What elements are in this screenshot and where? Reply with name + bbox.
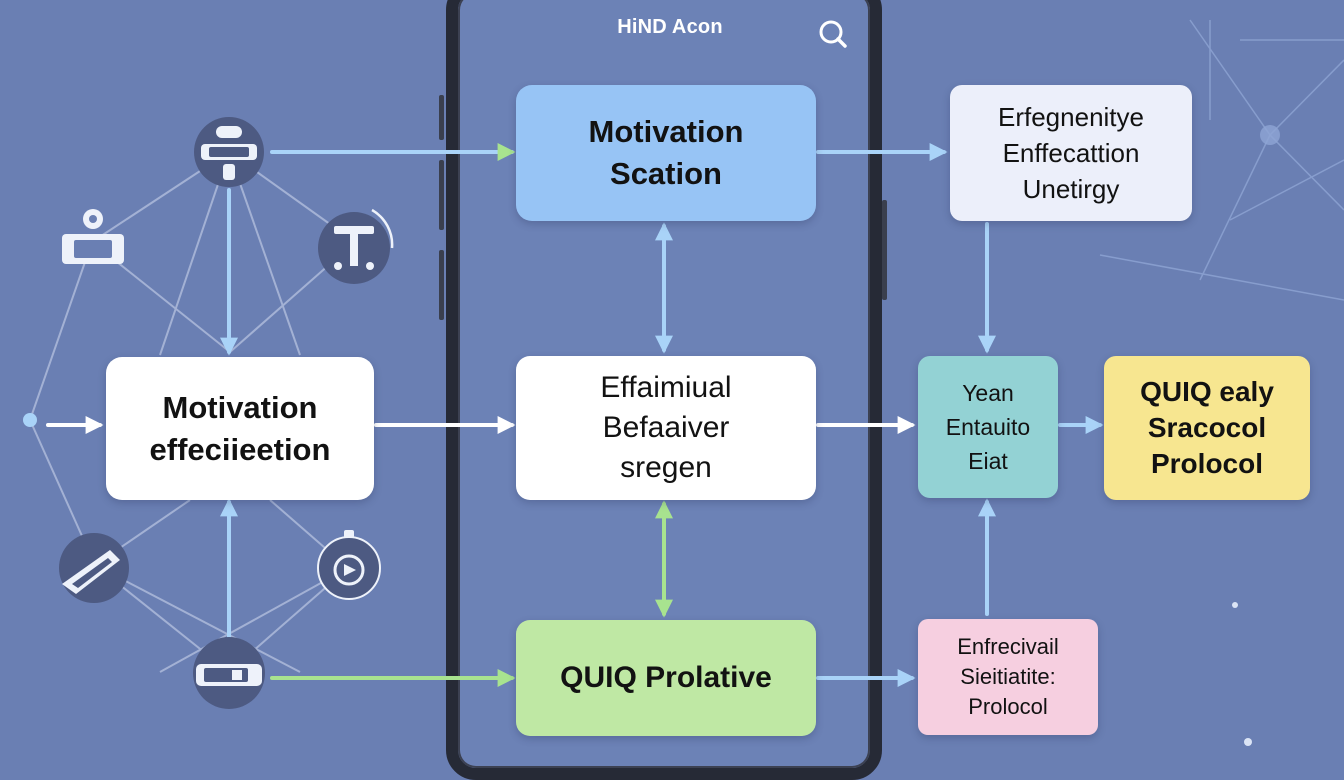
phone-side-button [439,160,444,230]
node-quiq-ealy[interactable]: QUIQ ealy Sracocol Prolocol [1104,356,1310,500]
pen-icon [59,533,129,603]
search-icon[interactable] [817,18,849,50]
phone-side-button [439,95,444,140]
node-enfrecivail[interactable]: Enfrecivail Sieitiatite: Prolocol [918,619,1098,735]
robot-icon [194,117,264,187]
node-erfegnenitye[interactable]: Erfegnenitye Enffecattion Unetirgy [950,85,1192,221]
node-effaimiual-befaaiver[interactable]: Effaimiual Befaaiver sregen [516,356,816,500]
table-icon [318,208,394,284]
node-line: Befaaiver [602,411,730,444]
person-icon [62,209,124,264]
node-line: Erfegnenitye [998,102,1144,132]
node-line: Prolocol [968,694,1048,719]
node-line: Sieitiatite: [960,664,1056,689]
phone-side-button [439,250,444,320]
node-quiq-prolative[interactable]: QUIQ Prolative [516,620,816,736]
node-line: Enffecattion [1002,138,1140,168]
stopwatch-icon [317,530,381,600]
node-motivation-effeciieetion[interactable]: Motivation effeciieetion [106,357,374,500]
node-line: Motivation [588,114,744,149]
node-line: Effaimiual [600,371,732,404]
device-icon [193,637,265,709]
node-line: Eiat [968,448,1008,474]
node-line: Unetirgy [1022,174,1120,204]
connector-layer [46,143,1104,687]
node-line: Enfrecivail [957,634,1059,659]
node-line: Motivation [162,389,318,425]
phone-side-button [882,200,887,300]
node-line: Sracocol [1147,412,1267,443]
diagram-canvas: HiND Acon [23,0,1344,780]
node-line: effeciieetion [149,431,331,467]
node-line: Entauito [945,414,1031,440]
node-motivation-scation[interactable]: Motivation Scation [516,85,816,221]
app-title: HiND Acon [617,16,723,38]
node-yean-entauito[interactable]: Yean Entauito Eiat [918,356,1058,498]
node-line: Scation [610,156,722,191]
node-line: QUIQ ealy [1140,376,1274,407]
node-line: QUIQ Prolative [560,661,772,694]
node-line: Yean [962,380,1014,406]
node-line: sregen [620,451,712,484]
background-network [23,19,1344,746]
node-line: Prolocol [1150,448,1263,479]
